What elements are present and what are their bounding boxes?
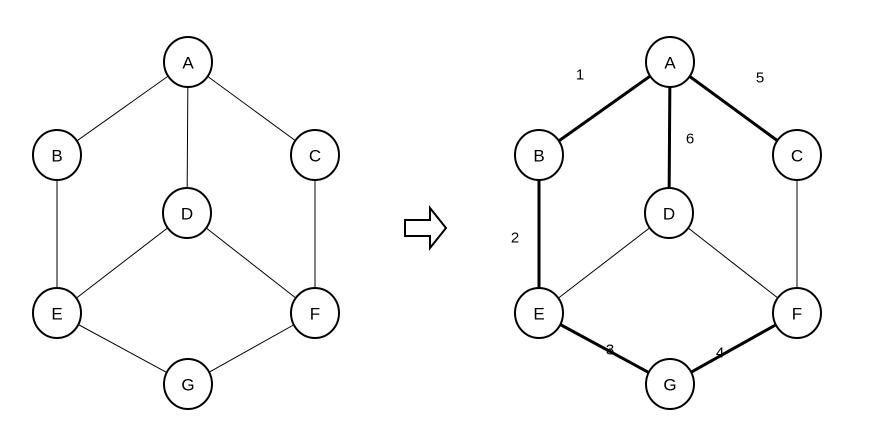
- left-edge-d-e: [56, 212, 188, 314]
- right-edge-a-b: [538, 60, 671, 157]
- left-edge-d-f: [186, 212, 316, 314]
- right-edge-d-e: [538, 212, 670, 314]
- edge-order-label-4: 4: [716, 345, 724, 362]
- right-node-f: F: [772, 287, 822, 339]
- right-node-b: B: [514, 129, 564, 181]
- edge-order-label-2: 2: [511, 230, 519, 247]
- right-graph-edge-labels: 1 2 3 4 5 6: [511, 67, 764, 362]
- left-edge-a-c: [187, 61, 316, 156]
- left-node-d: D: [162, 187, 212, 239]
- left-node-g: G: [163, 358, 213, 410]
- right-graph: 1 2 3 4 5 6 A B C D E F G: [511, 36, 822, 410]
- left-node-label-e: E: [51, 305, 62, 324]
- right-node-label-c: C: [791, 147, 803, 166]
- right-node-c: C: [772, 129, 822, 181]
- right-node-e: E: [514, 287, 564, 339]
- right-node-a: A: [645, 36, 695, 88]
- right-graph-nodes: A B C D E F G: [514, 36, 822, 410]
- left-node-c: C: [290, 129, 340, 181]
- right-node-label-f: F: [792, 305, 802, 324]
- right-node-d: D: [644, 187, 694, 239]
- left-node-label-g: G: [181, 376, 194, 395]
- left-node-e: E: [32, 287, 82, 339]
- left-node-f: F: [290, 287, 340, 339]
- right-edge-d-f: [668, 212, 798, 314]
- right-node-label-d: D: [663, 205, 675, 224]
- right-node-label-e: E: [533, 305, 544, 324]
- right-edge-a-c: [669, 60, 798, 157]
- edge-order-label-1: 1: [576, 67, 584, 84]
- right-node-label-b: B: [533, 147, 544, 166]
- left-edge-a-b: [56, 61, 189, 156]
- edge-order-label-6: 6: [686, 131, 694, 148]
- right-node-label-g: G: [663, 376, 676, 395]
- left-node-label-f: F: [310, 305, 320, 324]
- left-node-label-c: C: [309, 147, 321, 166]
- left-node-label-d: D: [181, 205, 193, 224]
- left-node-b: B: [32, 129, 82, 181]
- left-node-label-a: A: [182, 54, 194, 73]
- right-node-label-a: A: [664, 54, 676, 73]
- edge-order-label-3: 3: [606, 342, 614, 359]
- left-node-label-b: B: [51, 147, 62, 166]
- left-node-a: A: [163, 36, 213, 88]
- left-graph-nodes: A B C D E F G: [32, 36, 340, 410]
- right-node-g: G: [645, 358, 695, 410]
- right-arrow-icon: [404, 205, 448, 251]
- edge-order-label-5: 5: [756, 70, 764, 87]
- left-graph: A B C D E F G: [32, 36, 340, 410]
